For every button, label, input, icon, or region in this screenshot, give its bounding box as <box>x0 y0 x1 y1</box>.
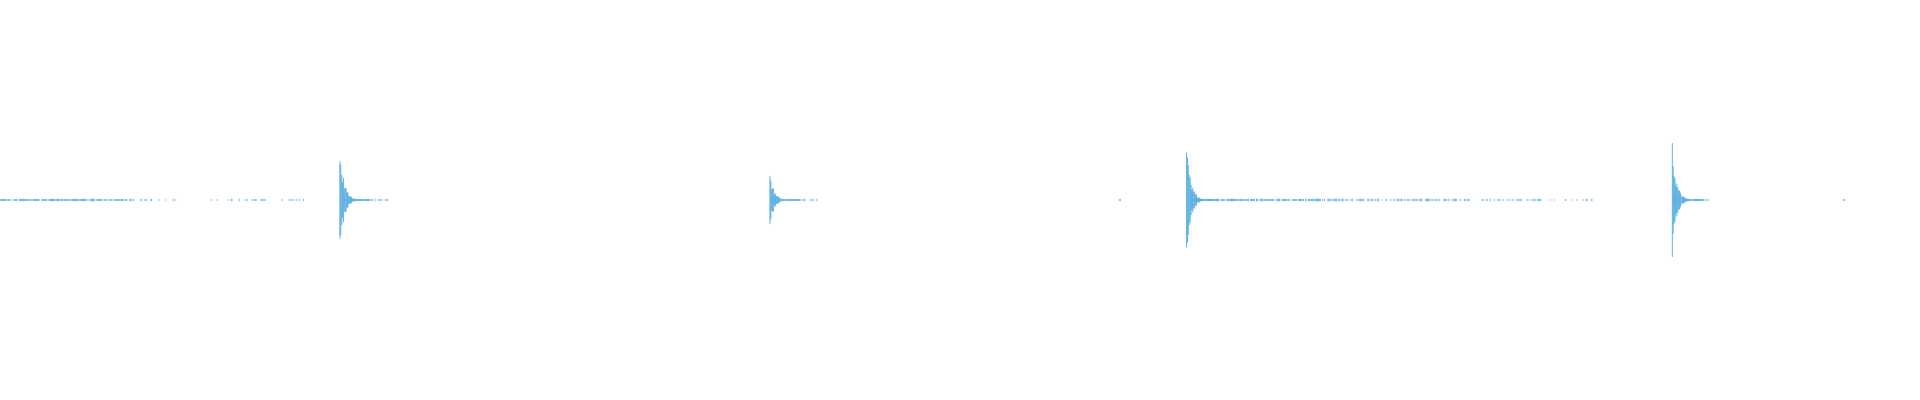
waveform-trace <box>0 143 1845 257</box>
